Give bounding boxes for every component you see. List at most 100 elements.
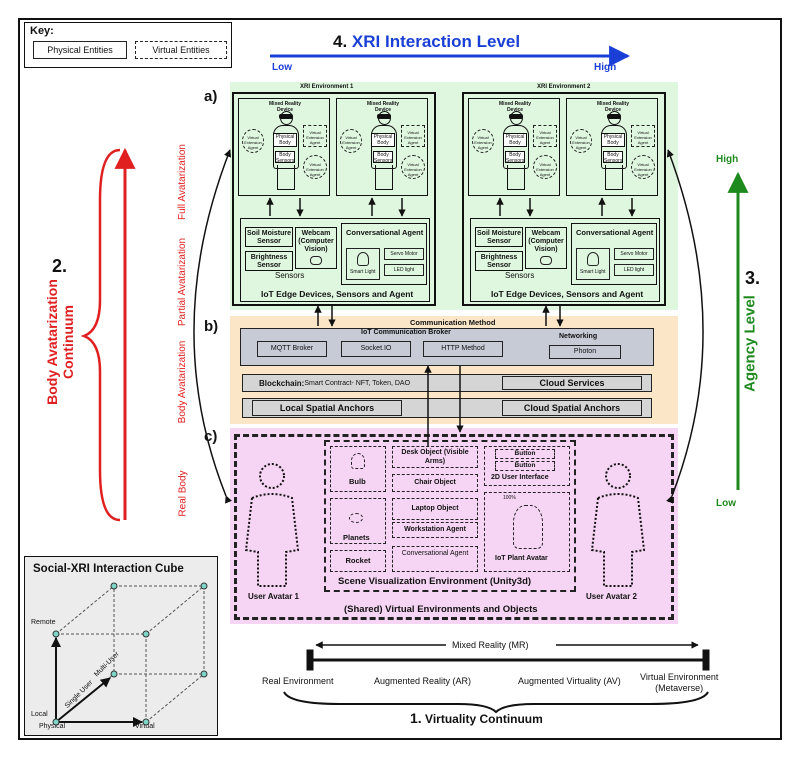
planets-icon: [349, 513, 363, 523]
env2-cell-left-physical-body-label: Physical Body: [505, 134, 525, 146]
rocket-label: Rocket: [345, 556, 371, 565]
figure-frame: [18, 18, 782, 740]
bulb-icon: [351, 453, 365, 469]
cube-front-face: [55, 633, 147, 723]
photon: Photon: [549, 345, 621, 359]
cube-vertex-6: [200, 670, 208, 678]
env1-cell-right-agent-left: Virtual Extension Agent: [340, 129, 362, 153]
env2-cell-left-body-icon: [503, 125, 529, 169]
env2-cell-right-physical-body: Physical Body: [601, 133, 625, 147]
xri-low-label: Low: [272, 62, 292, 73]
env1-webcam-label: Webcam (Computer Vision): [298, 230, 334, 253]
vc-ar: Augmented Reality (AR): [374, 676, 472, 686]
env2-cell-left-agent-left: Virtual Extension Agent: [472, 129, 494, 153]
env1-cell-right-agent-left-label: Virtual Extension Agent: [342, 135, 360, 150]
env1-brightness-sensor: Brightness Sensor: [245, 251, 293, 271]
mr-label: Mixed Reality (MR): [452, 640, 529, 650]
scene-conv-agent-label: Conversational Agent: [401, 550, 469, 557]
button-object-1: Button: [495, 449, 555, 459]
env2-soil-label: Soil Moisture Sensor: [477, 230, 521, 245]
env2-webcam: Webcam (Computer Vision): [525, 227, 567, 269]
env2-smart-light-icon: [587, 252, 599, 266]
key-physical-label: Physical Entities: [47, 45, 113, 55]
env2-cell-right: Mixed Reality Device Physical Body Body …: [566, 98, 658, 196]
env1-soil-label: Soil Moisture Sensor: [247, 230, 291, 245]
cloud-services-label: Cloud Services: [539, 378, 605, 388]
rocket-object: Rocket: [330, 550, 386, 572]
env1-cell-right-body-sensors: Body Sensors: [373, 151, 393, 164]
env2-servo: Servo Motor: [614, 248, 654, 260]
local-anchors-label: Local Spatial Anchors: [279, 403, 375, 413]
mqtt-label: MQTT Broker: [270, 345, 314, 352]
cube-edge-top-right: [145, 585, 205, 635]
env1-cell-right-legs-icon: [375, 165, 393, 190]
env1-led-label: LED light: [393, 267, 415, 273]
env2-cell-right-body-sensors: Body Sensors: [603, 151, 623, 164]
http-label: HTTP Method: [441, 345, 485, 352]
virtuality-continuum-graphic: [283, 641, 710, 714]
comm-broker-label: IoT Communication Broker: [361, 329, 451, 336]
env2-cell-left-body-sensors-label: Body Sensors: [506, 152, 525, 164]
blockchain-label: Blockchain:: [259, 378, 305, 388]
cube-virtual: Virtual: [135, 723, 155, 730]
cube-edge-bottom-right: [145, 673, 205, 723]
avatar2-label: User Avatar 2: [586, 592, 637, 601]
bulb-label: Bulb: [349, 477, 366, 486]
socket-io: Socket.IO: [341, 341, 411, 357]
scene-footer: Scene Visualization Environment (Unity3d…: [338, 576, 532, 587]
workstation-label: Workstation Agent: [404, 526, 466, 533]
env1-box: [232, 92, 436, 306]
comm-title: Communication Method: [410, 318, 496, 327]
cloud-anchors: Cloud Spatial Anchors: [502, 400, 642, 416]
cube-axis-multi: [55, 677, 111, 723]
curve-right: [666, 149, 704, 504]
button-object-2: Button: [495, 461, 555, 471]
env2-cell-left-body-sensors: Body Sensors: [505, 151, 525, 164]
vc-title: 1. Virtuality Continuum: [410, 710, 543, 726]
cube-vertex-3: [110, 582, 118, 590]
env2-smart-light: Smart Light: [576, 248, 610, 280]
xri-level-title: 4. XRI Interaction Level: [333, 32, 520, 52]
user-avatar-1: [244, 463, 300, 587]
avatar2-head: [605, 463, 631, 489]
blockchain-bar: Blockchain: Smart Contract- NFT, Token, …: [242, 374, 652, 392]
env2-sensors-label: Sensors: [505, 271, 535, 280]
agency-low-label: Low: [716, 498, 736, 509]
local-anchors: Local Spatial Anchors: [252, 400, 402, 416]
env1-cell-left-agent-left: Virtual Extension Agent: [242, 129, 264, 153]
cube-vertices: [52, 582, 208, 726]
blockchain-detail: Smart Contract- NFT, Token, DAO: [304, 379, 411, 387]
env2-cell-left-agent-bottom: Virtual Extension Agent: [533, 155, 557, 179]
env2-cell-right-legs-icon: [605, 165, 623, 190]
env2-cell-right-agent-bottom: Virtual Extension Agent: [631, 155, 655, 179]
cube-vertex-1: [52, 630, 60, 638]
comm-broker-box: IoT Communication Broker MQTT Broker Soc…: [240, 328, 654, 366]
planets-object: Planets: [330, 498, 386, 544]
panel-a-background: [230, 82, 678, 310]
env2-cell-right-body-sensors-label: Body Sensors: [604, 152, 623, 164]
scene-visualization-box: [324, 440, 576, 592]
env1-cell-left-body-icon: [273, 125, 299, 169]
env2-cell-left-agent-top-label: Virtual Extension Agent: [536, 130, 554, 145]
key-box: Key: Physical Entities Virtual Entities: [24, 22, 232, 68]
key-physical: Physical Entities: [33, 41, 127, 59]
anchors-bar: [242, 398, 652, 418]
env2-cell-right-agent-top: Virtual Extension Agent: [631, 125, 655, 147]
agency-high-label: High: [716, 154, 739, 165]
env1-iot-box: Soil Moisture Sensor Webcam (Computer Vi…: [240, 218, 430, 302]
cube-vertex-7: [110, 670, 118, 678]
env1-cell-left-agent-bottom-label: Virtual Extension Agent: [306, 162, 324, 177]
env2-brightness-label: Brightness Sensor: [480, 254, 518, 269]
cube-vertex-5: [142, 718, 150, 726]
agency-number: 3.: [745, 268, 761, 288]
button-1-label: Button: [514, 450, 536, 457]
conversational-agent-object: Conversational Agent: [392, 546, 478, 572]
env2-conv-agent-label: Conversational Agent: [576, 228, 654, 237]
cube-graphic: [55, 585, 205, 723]
cube-remote: Remote: [31, 619, 56, 626]
env1-cell-right-physical-body-label: Physical Body: [373, 134, 393, 146]
env2-camera-icon: [540, 256, 552, 265]
env1-smart-light-label: Smart Light: [350, 269, 376, 275]
cube-edge-top-left: [55, 585, 115, 635]
